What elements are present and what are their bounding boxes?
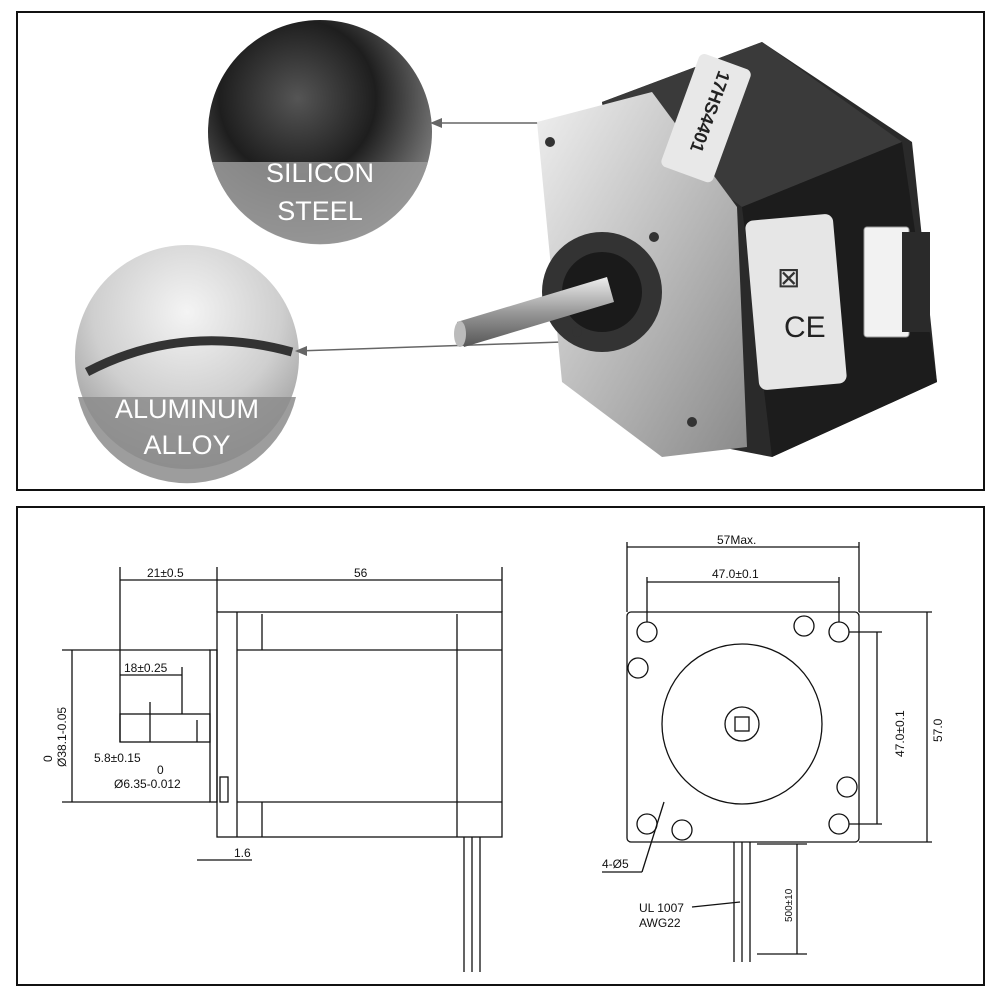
- dim-lead-length: 500±10: [784, 888, 795, 922]
- dim-max-width: 57Max.: [717, 533, 756, 547]
- aluminum-alloy-callout: [75, 245, 563, 484]
- dimension-drawing: 21±0.5 56 18±0.25 5.8±0.15 0 Ø6.35-0.012…: [41, 533, 945, 972]
- dim-flat-length: 18±0.25: [124, 661, 168, 675]
- dim-boss-dia: Ø38.1-0.05: [55, 707, 69, 767]
- wire-spec-ul: UL 1007: [639, 901, 684, 915]
- motor-photo: CE ⊠ 17HS4401 SILICON STEEL ALUMINUM ALL…: [75, 20, 937, 484]
- dim-height: 57.0: [931, 718, 945, 742]
- dim-hole-spacing-v: 47.0±0.1: [893, 710, 907, 757]
- dim-shaft-dia: Ø6.35-0.012: [114, 777, 181, 791]
- dim-shaft-tol: 0: [157, 763, 164, 777]
- dim-shaft-length: 21±0.5: [147, 566, 184, 580]
- dim-hole-spacing-h: 47.0±0.1: [712, 567, 759, 581]
- dim-boss-tol: 0: [41, 755, 55, 762]
- ce-mark: CE: [784, 311, 826, 344]
- side-view: [62, 567, 503, 972]
- dim-flat-depth: 5.8±0.15: [94, 751, 141, 765]
- callout-alloy-label: ALLOY: [143, 430, 230, 460]
- front-view: [602, 542, 932, 962]
- product-photo-panel: CE ⊠ 17HS4401 SILICON STEEL ALUMINUM ALL…: [16, 11, 985, 491]
- callout-aluminum-label: ALUMINUM: [115, 394, 259, 424]
- technical-drawing-panel: 21±0.5 56 18±0.25 5.8±0.15 0 Ø6.35-0.012…: [16, 506, 985, 986]
- callout-silicon-label: SILICON: [266, 158, 374, 188]
- callout-steel-label: STEEL: [277, 196, 363, 226]
- weee-bin-icon: ⊠: [777, 262, 800, 293]
- dim-holes: 4-Ø5: [602, 857, 629, 871]
- dim-body-length: 56: [354, 566, 368, 580]
- silicon-steel-callout: [208, 20, 642, 245]
- stepper-motor-image: CE ⊠ 17HS4401: [454, 42, 937, 457]
- dim-boss-height: 1.6: [234, 846, 251, 860]
- wire-spec-awg: AWG22: [639, 916, 681, 930]
